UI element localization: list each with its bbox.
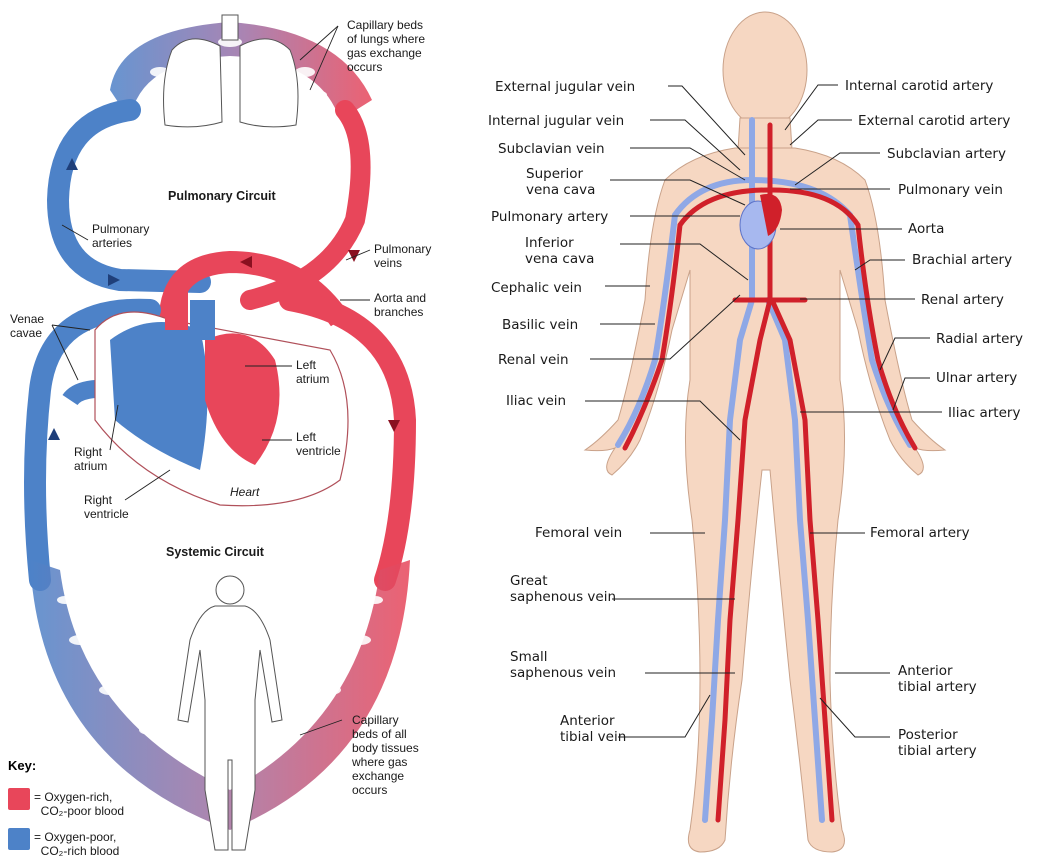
pulmonary-circuit-title: Pulmonary Circuit [168,189,276,203]
label-subclavian-vein: Subclavian vein [498,141,605,157]
label-anterior-tibial-artery: Anterior tibial artery [898,663,977,695]
label-iliac-vein: Iliac vein [506,393,566,409]
label-internal-carotid-artery: Internal carotid artery [845,78,993,94]
key-oxygen-poor-text: = Oxygen-poor, CO₂-rich blood [34,830,119,858]
label-right-atrium: Right atrium [74,445,107,473]
label-femoral-vein: Femoral vein [535,525,622,541]
label-external-jugular-vein: External jugular vein [495,79,635,95]
label-external-carotid-artery: External carotid artery [858,113,1010,129]
label-cephalic-vein: Cephalic vein [491,280,582,296]
oxygen-rich-swatch [8,788,30,810]
label-iliac-artery: Iliac artery [948,405,1020,421]
label-basilic-vein: Basilic vein [502,317,578,333]
label-capillary-lungs: Capillary beds of lungs where gas exchan… [347,18,425,74]
label-heart: Heart [230,485,259,499]
body-silhouette [585,12,945,852]
label-anterior-tibial-vein: Anterior tibial vein [560,713,626,745]
label-renal-vein: Renal vein [498,352,569,368]
label-capillary-body: Capillary beds of all body tissues where… [352,713,419,797]
label-pulmonary-arteries: Pulmonary arteries [92,222,149,250]
body-heart [740,194,782,249]
label-ulnar-artery: Ulnar artery [936,370,1017,386]
label-posterior-tibial-artery: Posterior tibial artery [898,727,977,759]
label-left-atrium: Left atrium [296,358,329,386]
label-superior-vena-cava: Superior vena cava [526,166,595,198]
key-oxygen-rich-text: = Oxygen-rich, CO₂-poor blood [34,790,124,818]
right-leader-lines [585,85,942,737]
label-radial-artery: Radial artery [936,331,1023,347]
oxygen-poor-swatch [8,828,30,850]
label-venae-cavae: Venae cavae [10,312,44,340]
label-subclavian-artery: Subclavian artery [887,146,1006,162]
label-pulmonary-vein: Pulmonary vein [898,182,1003,198]
heart [95,290,348,506]
label-internal-jugular-vein: Internal jugular vein [488,113,624,129]
label-femoral-artery: Femoral artery [870,525,970,541]
arteries [625,125,915,820]
label-aorta-branches: Aorta and branches [374,291,426,319]
label-pulmonary-veins: Pulmonary veins [374,242,431,270]
systemic-circuit-title: Systemic Circuit [166,545,264,559]
label-great-saphenous-vein: Great saphenous vein [510,573,616,605]
label-brachial-artery: Brachial artery [912,252,1012,268]
veins [618,120,910,820]
label-renal-artery: Renal artery [921,292,1004,308]
label-left-ventricle: Left ventricle [296,430,341,458]
label-small-saphenous-vein: Small saphenous vein [510,649,616,681]
label-right-ventricle: Right ventricle [84,493,129,521]
label-pulmonary-artery: Pulmonary artery [491,209,608,225]
label-aorta: Aorta [908,221,944,237]
label-inferior-vena-cava: Inferior vena cava [525,235,594,267]
key-title: Key: [8,758,36,773]
